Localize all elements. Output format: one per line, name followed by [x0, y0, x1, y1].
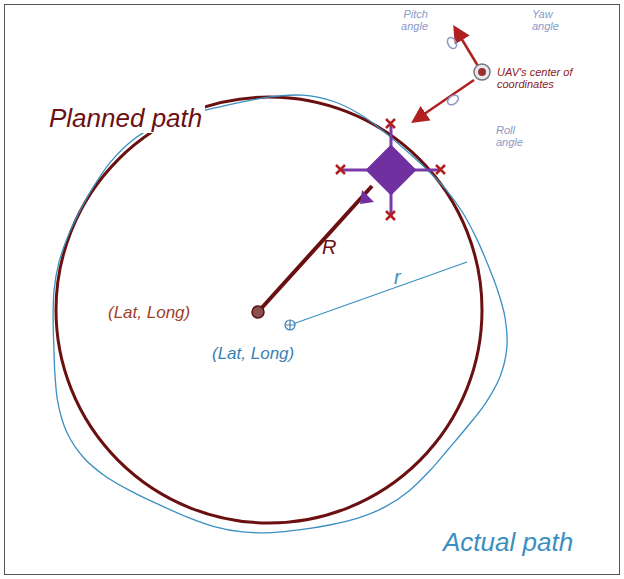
frame	[5, 5, 620, 575]
uav-axes	[414, 28, 490, 121]
radius-label: r	[394, 266, 401, 288]
path-title: Planned path	[46, 104, 205, 133]
radius-label: R	[322, 236, 336, 258]
path-title: Actual path	[440, 528, 576, 557]
radius-line	[258, 186, 372, 312]
angle-label: Roll angle	[496, 124, 536, 148]
actual-path-group	[53, 95, 507, 533]
coordinate-label: (Lat, Long)	[212, 345, 294, 364]
radius-line	[290, 262, 467, 325]
angle-label: Pitch angle	[388, 8, 428, 32]
center-dot	[285, 320, 295, 330]
center-dot	[252, 306, 264, 318]
coordinate-label: (Lat, Long)	[108, 304, 190, 323]
axis-origin-label: UAV's center of coordinates	[497, 66, 609, 90]
center-cross	[285, 320, 295, 330]
angle-label: Yaw angle	[532, 8, 572, 32]
actual-path-curve	[53, 95, 507, 533]
uav-symbol	[336, 119, 445, 220]
